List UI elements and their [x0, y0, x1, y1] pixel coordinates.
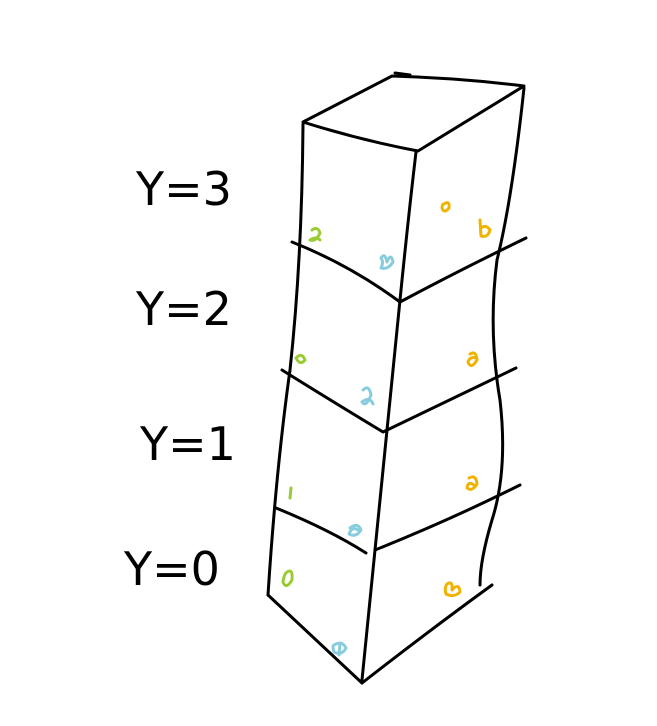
blue-mark-y1	[347, 523, 363, 537]
blue-mark-y3	[379, 254, 395, 270]
yellow-mark-y0	[443, 581, 462, 598]
tower-top-face	[301, 74, 526, 153]
label-y3: Y=3	[135, 162, 232, 216]
divider-y1-y0	[274, 506, 368, 555]
tower-bottom-left	[266, 593, 364, 685]
blue-mark-y0	[331, 641, 348, 657]
tower-top-edge-stroke	[393, 71, 412, 77]
label-y1: Y=1	[139, 417, 236, 471]
tower-center-edge	[360, 150, 418, 682]
label-y0: Y=0	[123, 542, 220, 596]
yellow-mark-y2	[466, 351, 479, 367]
label-y2: Y=2	[135, 282, 232, 336]
green-mark-y2	[294, 353, 307, 365]
green-mark-y1	[288, 486, 293, 500]
yellow-mark-y3-b	[478, 218, 492, 238]
divider-y2-y1	[280, 366, 518, 434]
green-mark-y3	[308, 227, 322, 242]
divider-y3-y2	[290, 236, 528, 304]
yellow-mark-y1	[465, 475, 479, 491]
tower-bottom-right	[360, 583, 494, 685]
green-mark-y0	[281, 569, 294, 587]
blue-mark-y2	[360, 386, 375, 406]
tower-right-edge	[478, 86, 526, 587]
divider-y1-y0-right	[373, 483, 522, 552]
yellow-mark-y3-a	[440, 201, 451, 213]
tower-left-edge	[266, 122, 305, 597]
